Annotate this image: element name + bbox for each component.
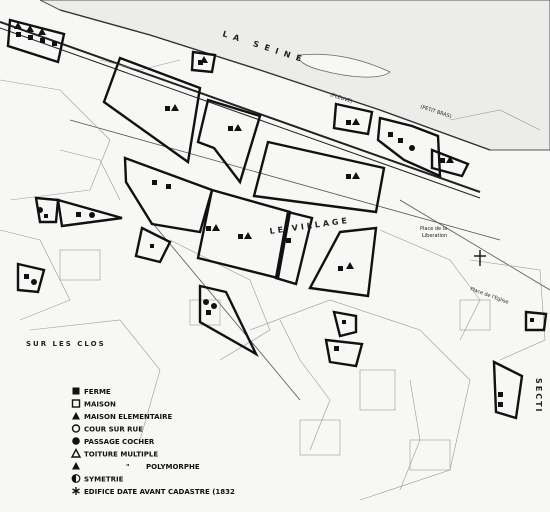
legend-label: COUR SUR RUE [84, 426, 143, 434]
road-east [399, 199, 550, 291]
outline-south-center-2 [324, 338, 364, 368]
edge-section-label: SECTI [534, 378, 543, 414]
outline-west-block [123, 156, 214, 234]
outline-small-top [190, 50, 217, 74]
outline-small-center [134, 226, 172, 264]
place-label-1: Place de la [420, 226, 447, 232]
outline-center-large [252, 140, 386, 214]
legend-label: MAISON ELEMENTAIRE [84, 413, 173, 421]
outline-village-2 [274, 210, 314, 286]
legend-item: SYMETRIE [71, 474, 124, 484]
outline-village-3 [308, 226, 378, 298]
filled-triangle-icon [72, 412, 80, 420]
outline-river-3 [430, 148, 470, 178]
open-circle-icon [71, 424, 81, 433]
railway-line [0, 21, 481, 193]
filled-circle-icon [72, 437, 80, 445]
place-label-3: Place de l'Eglise [469, 286, 509, 305]
legend-item: EDIFICE DATE AVANT CADASTRE (1832 [72, 487, 235, 496]
legend-item: " POLYMORPHE [72, 462, 200, 471]
legend-label: TOITURE MULTIPLE [84, 451, 158, 459]
outline-nw-row [6, 18, 66, 64]
outline-triangle-south [198, 284, 259, 357]
legend-item: MAISON [71, 399, 116, 409]
half-circle-icon [71, 474, 81, 483]
outline-river-1 [332, 102, 374, 136]
legend-label: MAISON [84, 401, 116, 409]
legend-label: PASSAGE COCHER [84, 438, 155, 446]
place-label-2: Liberation [422, 233, 447, 239]
map-symbols [14, 22, 534, 407]
legend-item: COUR SUR RUE [71, 424, 143, 434]
railway-line-2 [0, 27, 481, 199]
legend-item: TOITURE MULTIPLE [70, 448, 158, 459]
outline-west-tiny [34, 196, 60, 224]
filled-square-icon [72, 387, 80, 395]
outline-river-2 [376, 116, 442, 178]
legend-item: FERME [72, 387, 111, 396]
river-bank-north [59, 9, 491, 151]
legend-item: MAISON ELEMENTAIRE [72, 412, 173, 421]
road-main [69, 119, 501, 241]
outline-southeast [492, 360, 524, 420]
area-label: SUR LES CLOS [26, 340, 106, 348]
legend-label: POLYMORPHE [146, 463, 200, 471]
legend-label: SYMETRIE [84, 476, 124, 484]
outline-west-small [56, 198, 123, 228]
parcel-lines [0, 59, 546, 501]
legend-label: EDIFICE DATE AVANT CADASTRE (1832 [84, 488, 235, 496]
river-island [298, 53, 391, 78]
legend-label: FERME [84, 388, 111, 396]
legend: FERME MAISON MAISON ELEMENTAIRE COUR SUR RU… [70, 387, 235, 496]
outline-north-2 [196, 98, 262, 185]
road-secondary [149, 219, 301, 401]
legend-ditto-mark: " [126, 463, 130, 471]
legend-item: PASSAGE COCHER [72, 437, 155, 446]
building-outlines [6, 18, 548, 420]
open-square-icon [71, 399, 81, 408]
outline-west-edge [16, 262, 46, 294]
outline-big-north [102, 56, 202, 165]
asterisk-icon [72, 487, 80, 495]
outline-east-small [524, 310, 548, 332]
outline-south-center-1 [332, 310, 358, 338]
church-cross-icon [474, 250, 486, 266]
open-triangle-icon [70, 448, 82, 458]
filled-triangle-icon [72, 462, 80, 470]
